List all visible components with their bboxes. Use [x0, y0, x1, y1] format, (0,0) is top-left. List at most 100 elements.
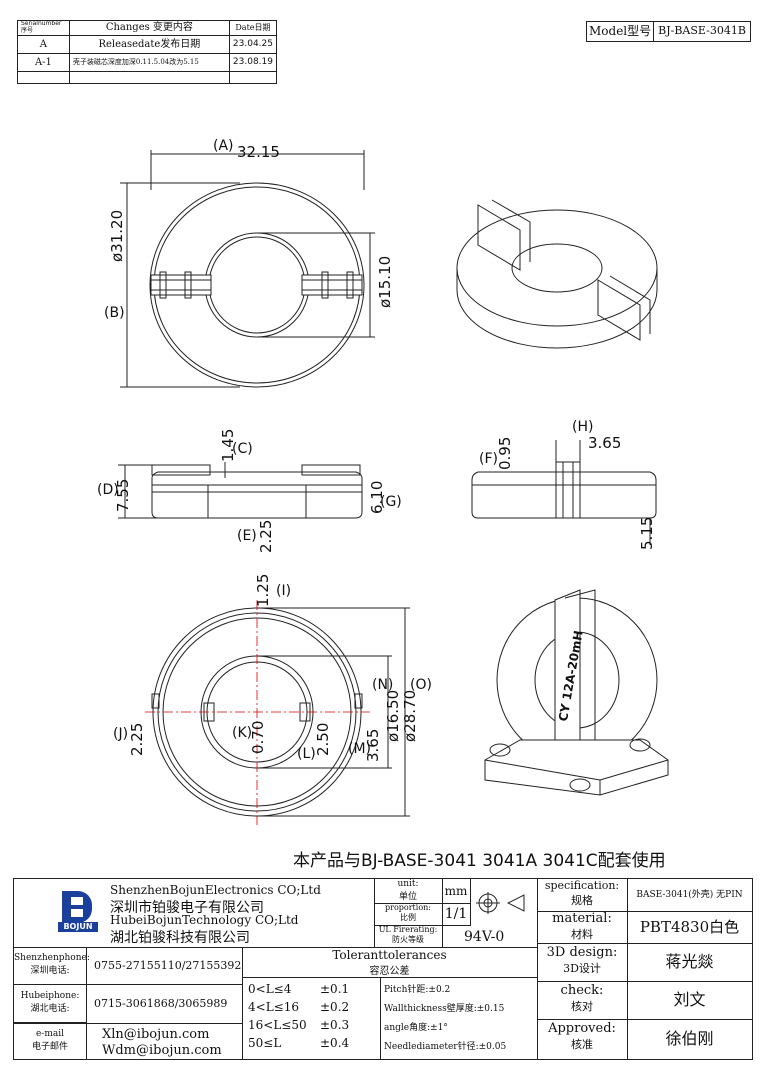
dim-i-label: (I)	[276, 583, 292, 599]
tolerance-ranges: 0<L≤4 ±0.1 4<L≤16 ±0.2 16<L≤50 ±0.3 50≤L…	[242, 978, 381, 1059]
shenzhen-label-cn: 深圳电话:	[30, 966, 70, 976]
proportion-label-cell: proportion: 比例	[374, 903, 443, 926]
ul-value: 94V-0	[464, 929, 505, 945]
tol-value-3: ±0.4	[320, 1036, 350, 1050]
company-logo-icon: BOJUN	[58, 891, 98, 932]
dim-h-label: (H)	[572, 419, 594, 435]
dim-a-label: (A)	[213, 138, 234, 154]
company-cell: BOJUN ShenzhenBojunElectronics CO;Ltd 深圳…	[14, 879, 375, 948]
tol-range-0: 0<L≤4	[248, 982, 292, 996]
front-view	[118, 462, 363, 519]
dim-j-label: (J)	[113, 726, 129, 742]
shenzhen-label-cell: Shenzhenphone: 深圳电话:	[14, 947, 90, 985]
ul-label-cell: UL Firerating: 防火等级	[374, 925, 443, 947]
unit-label: unit:	[397, 879, 419, 889]
spec-label-cn: 规格	[571, 894, 593, 907]
model-value: BJ-BASE-3041B	[653, 21, 751, 42]
dim-e-value: 2.25	[257, 519, 275, 553]
info-column: specification: 规格 BASE-3041(外壳) 无PIN mat…	[537, 879, 752, 1059]
material-label-cn: 材料	[571, 928, 593, 941]
tolerances-header: Toleranttolerances 容忍公差	[242, 947, 537, 978]
company-logo-text: BOJUN	[58, 922, 98, 932]
top-view	[120, 150, 375, 388]
dim-k-label: (K)	[232, 725, 253, 741]
material-label-cell: material: 材料	[537, 911, 628, 944]
side-view	[471, 440, 657, 545]
dim-id-value: ø15.10	[376, 255, 394, 308]
shenzhen-phone: 0755-27155110/27155392	[94, 959, 242, 972]
unit-label-cn: 单位	[398, 892, 417, 902]
company-line4: 湖北铂骏科技有限公司	[110, 930, 250, 946]
dim-k-value: 0.70	[249, 720, 267, 754]
dim-i-value: 1.25	[254, 573, 272, 607]
design-label-cn: 3D设计	[563, 962, 601, 975]
tol-value-1: ±0.2	[320, 1000, 350, 1014]
dim-f-label: (F)	[479, 451, 498, 467]
spec-value: BASE-3041(外壳) 无PIN	[627, 879, 752, 912]
proportion-value: 1/1	[442, 903, 471, 926]
dim-h-value: 3.65	[588, 434, 622, 452]
tol-pitch: Pitch针距:±0.2	[384, 985, 451, 995]
tol-needle: Needlediameter针径:±0.05	[384, 1042, 507, 1052]
tol-range-2: 16<L≤50	[248, 1018, 307, 1032]
dim-side-value: 5.15	[638, 516, 656, 550]
tol-value-0: ±0.1	[320, 982, 350, 996]
material-label: material:	[552, 911, 612, 926]
check-value: 刘文	[627, 981, 752, 1020]
email-label-cell: e-mail 电子邮件	[14, 1024, 87, 1059]
dim-j-value: 2.25	[128, 722, 146, 756]
email-label: e-mail	[35, 1029, 65, 1039]
hubei-label: Hubeiphone:	[20, 991, 80, 1001]
design-label: 3D design:	[546, 945, 618, 960]
company-line2: 深圳市铂骏电子有限公司	[110, 900, 264, 916]
email-2[interactable]: Wdm@ibojun.com	[102, 1043, 222, 1058]
dim-l-value: 2.50	[314, 722, 332, 756]
tol-range-3: 50≤L	[248, 1036, 282, 1050]
check-label: check:	[560, 983, 604, 998]
dim-o-value: ø28.70	[401, 689, 419, 742]
tol-value-2: ±0.3	[320, 1018, 350, 1032]
check-label-cell: check: 核对	[537, 981, 628, 1020]
center-lines	[145, 600, 370, 825]
dim-m-value: 3.65	[364, 728, 382, 762]
tol-angle: angle角度:±1°	[384, 1023, 448, 1033]
title-block: BOJUN ShenzhenBojunElectronics CO;Ltd 深圳…	[13, 878, 753, 1060]
dim-g-label: (G)	[380, 494, 402, 510]
hubei-label-cell: Hubeiphone: 湖北电话:	[14, 985, 87, 1023]
email-1[interactable]: Xln@ibojun.com	[102, 1027, 210, 1042]
dim-f-value: 0.95	[496, 436, 514, 470]
spec-label: specification:	[544, 879, 620, 892]
unit-block: unit: 单位 mm proportion: 比例 1/1 UL Firera…	[374, 879, 538, 948]
design-value: 蒋光燚	[627, 943, 752, 982]
tol-wall: Wallthickness壁厚度:±0.15	[384, 1004, 505, 1014]
unit-value: mm	[442, 879, 471, 904]
model-box: Model型号 BJ-BASE-3041B	[585, 21, 751, 42]
ul-label-cn: 防火等级	[392, 935, 424, 944]
tolerances-title-cn: 容忍公差	[369, 966, 410, 977]
dim-n-label: (N)	[372, 677, 394, 693]
projection-symbol-icon	[474, 891, 532, 915]
company-line1: ShenzhenBojunElectronics CO;Ltd	[110, 883, 321, 897]
tolerances-block: Toleranttolerances 容忍公差 0<L≤4 ±0.1 4<L≤1…	[242, 947, 538, 1059]
hubei-phone: 0715-3061868/3065989	[94, 997, 228, 1010]
dim-c-label: (C)	[232, 441, 253, 457]
dim-l-label: (L)	[297, 746, 316, 762]
check-label-cn: 核对	[571, 1000, 593, 1013]
usage-note: 本产品与BJ-BASE-3041 3041A 3041C配套使用	[293, 851, 666, 871]
dim-m-label: (M)	[348, 741, 372, 757]
material-value: PBT4830白色	[627, 911, 752, 944]
revision-table: Serialnumber序号 Changes 变更内容 Date日期 A Rel…	[17, 20, 278, 84]
dim-c-value: 1.45	[219, 428, 237, 462]
company-line3: HubeiBojunTechnology CO;Ltd	[110, 913, 299, 927]
dim-b-label: (B)	[104, 305, 125, 321]
model-label: Model型号	[585, 21, 655, 42]
tol-range-1: 4<L≤16	[248, 1000, 299, 1014]
unit-label-cell: unit: 单位	[374, 879, 443, 904]
contacts-cell: Shenzhenphone: 深圳电话: 0755-27155110/27155…	[14, 947, 243, 1059]
dim-n-value: ø16.50	[384, 689, 402, 742]
dim-b-value: ø31.20	[108, 209, 126, 262]
iso-standing-view	[484, 589, 669, 796]
ul-label: UL Firerating:	[378, 925, 438, 934]
proportion-label-cn: 比例	[400, 913, 416, 922]
